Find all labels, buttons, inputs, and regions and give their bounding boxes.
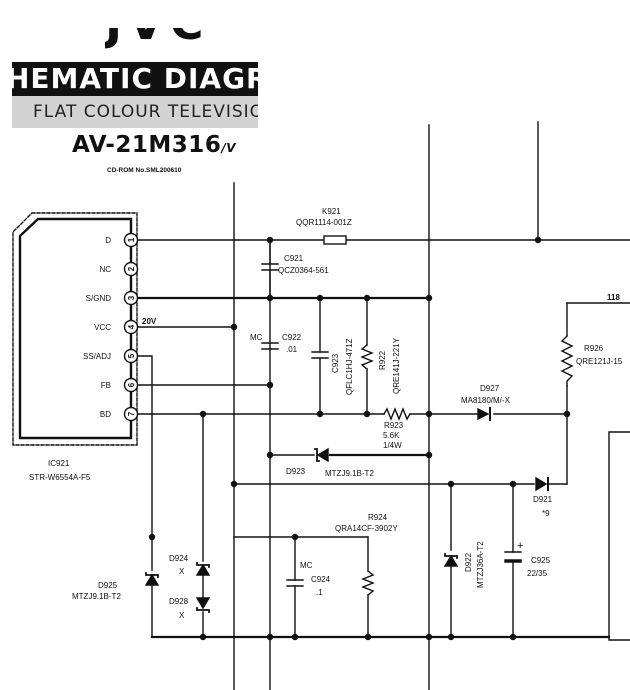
c925-polarity: +: [517, 540, 523, 552]
ic-pin-circle: [123, 261, 139, 277]
d924-value: X: [179, 567, 185, 576]
ic-pin-label: D: [105, 236, 111, 245]
r923-ref: R923: [384, 421, 404, 430]
ic-outline: [18, 217, 133, 440]
ic-pin-circle: [123, 348, 139, 364]
k921-part: QQR1114-001Z: [296, 218, 352, 227]
ic-pin-number: 4: [127, 324, 136, 329]
ic-pin-number: 6: [127, 382, 136, 387]
d928-value: X: [179, 611, 185, 620]
ic-pin-6: 6 FB: [101, 377, 139, 393]
c923-ref: C923: [331, 353, 340, 373]
ic-pin-label: NC: [99, 265, 111, 274]
c924-mc: MC: [300, 561, 313, 570]
d921-value: *9: [542, 509, 550, 518]
r926-ref: R926: [584, 344, 604, 353]
ic-pin-label: SS/ADJ: [83, 352, 111, 361]
r924-part: QRA14CF-3902Y: [335, 524, 398, 533]
d923-ref: D923: [286, 467, 306, 476]
r923-value: 5.6K: [383, 431, 400, 440]
d928-ref: D928: [169, 597, 189, 606]
right-node-label: 118: [607, 293, 620, 302]
c924-value: .1: [316, 588, 323, 597]
ic-pin-7: 7 BD: [100, 406, 139, 422]
r926-part: QRE121J-15: [576, 357, 623, 366]
c925-ref: C925: [531, 556, 551, 565]
ic-pin-number: 2: [127, 266, 136, 271]
vcc-net-label: 20V: [142, 317, 157, 326]
ic-pin-1: 1D: [105, 232, 139, 248]
d927-part: MA8180/M/-X: [461, 396, 511, 405]
r924-ref: R924: [368, 513, 388, 522]
ic-pin-circle: [123, 232, 139, 248]
c921-part: QCZ0364-561: [278, 266, 329, 275]
ic-pin-label: VCC: [94, 323, 111, 332]
ic-pin-circle: [123, 406, 139, 422]
ic-ref: IC921: [48, 459, 70, 468]
c923-part: QFLC1HJ-471Z: [345, 338, 354, 395]
d925-ref: D925: [98, 581, 118, 590]
d925-part: MTZJ9.1B-T2: [72, 592, 121, 601]
ic-pin-number: 3: [127, 295, 136, 300]
d924-ref: D924: [169, 554, 189, 563]
c925-value: 22/35: [527, 569, 548, 578]
d927-ref: D927: [480, 384, 500, 393]
c922-value: .01: [286, 345, 298, 354]
d922-ref: D922: [464, 552, 473, 572]
r922-part: QRE141J-221Y: [392, 337, 401, 394]
diagram-title-banner: HEMATIC DIAGRAM: [12, 62, 258, 96]
c922-mc: MC: [250, 333, 263, 342]
ic-outline-dashed: [12, 212, 138, 446]
r923-rating: 1/4W: [383, 441, 402, 450]
c924-ref: C924: [311, 575, 331, 584]
ic-pin-number: 1: [127, 237, 136, 242]
ic-pin-circle: [123, 319, 139, 335]
ic-pin-5: 5 SS/ADJ: [83, 348, 139, 364]
model-number: AV-21M316/V: [72, 132, 236, 158]
d921-ref: D921: [533, 495, 553, 504]
d923-part: MTZJ9.1B-T2: [325, 469, 374, 478]
cdrom-number: CD-ROM No.SML200610: [107, 167, 182, 174]
ic-pin-label: FB: [101, 381, 111, 390]
c922-ref: C922: [282, 333, 302, 342]
r922-ref: R922: [378, 350, 387, 370]
ic-pin-label: BD: [100, 410, 111, 419]
brand-logo: JVC: [105, 28, 210, 50]
diagram-subtitle-banner: FLAT COLOUR TELEVISION: [12, 96, 258, 128]
c921-ref: C921: [284, 254, 304, 263]
ic-pin-4: 4 VCC: [94, 319, 139, 335]
ic-pin-circle: [123, 290, 139, 306]
ic-part: STR-W6554A-F5: [29, 473, 91, 482]
ic-pin-circle: [123, 377, 139, 393]
ic-pin-number: 7: [127, 411, 136, 416]
k921-ref: K921: [322, 207, 341, 216]
ic-pin-3: 3 S/GND: [86, 290, 139, 306]
ic-pin-2: 2 NC: [99, 261, 139, 277]
ic-pin-number: 5: [127, 353, 136, 358]
ic-pin-label: S/GND: [86, 294, 112, 303]
d922-part: MTZJ36A-T2: [476, 541, 485, 588]
right-block-outline: [608, 431, 630, 641]
